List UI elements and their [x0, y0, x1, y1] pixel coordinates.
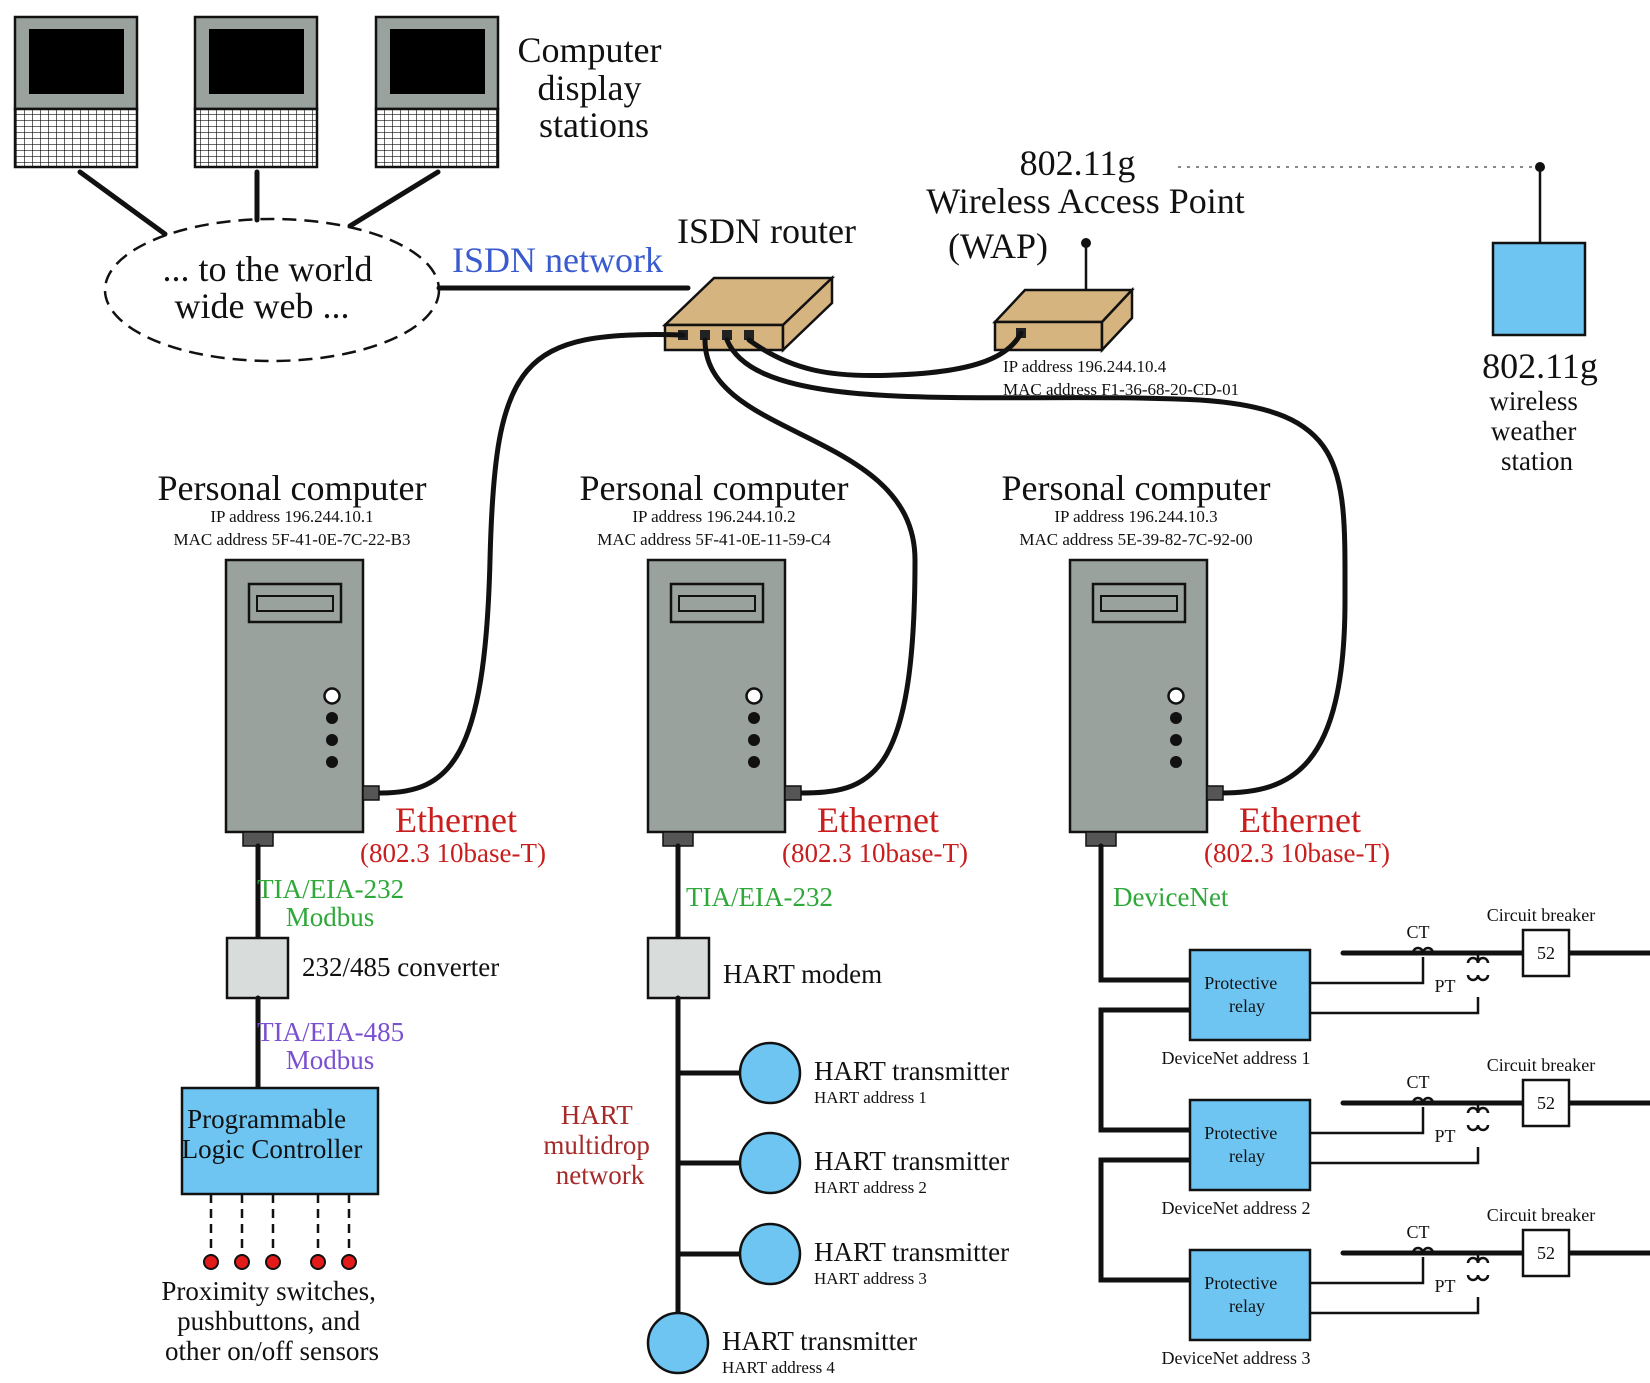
wap-ip: IP address 196.244.10.4 — [1003, 357, 1167, 376]
hart-transmitter-2 — [738, 1131, 802, 1195]
hart-transmitter-4 — [646, 1311, 710, 1375]
relay-2-ct: CT — [1406, 1072, 1429, 1092]
hart-tx-3-name: HART transmitter — [814, 1237, 1009, 1267]
pc-1-title: Personal computer — [158, 468, 427, 508]
hart-tx-2-name: HART transmitter — [814, 1146, 1009, 1176]
breaker-2-number: 52 — [1537, 1093, 1555, 1113]
pc-2-title: Personal computer — [580, 468, 849, 508]
breaker-1-label: Circuit breaker — [1487, 905, 1595, 925]
breaker-2-label: Circuit breaker — [1487, 1055, 1595, 1075]
hart-transmitter-1 — [738, 1041, 802, 1105]
breaker-3-label: Circuit breaker — [1487, 1205, 1595, 1225]
relay-3-ct: CT — [1406, 1222, 1429, 1242]
relay-3-pt: PT — [1434, 1276, 1455, 1296]
hart-tx-4-address: HART address 4 — [722, 1358, 835, 1377]
pc-3-title: Personal computer — [1002, 468, 1271, 508]
pc-2-ethernet: Ethernet — [817, 800, 939, 840]
devicenet-label: DeviceNet — [1113, 882, 1229, 912]
pc-1 — [224, 558, 380, 847]
circuit-breaker-2 — [1521, 1078, 1571, 1128]
protective-relay-1 — [1188, 948, 1312, 1042]
hart-transmitter-3 — [738, 1222, 802, 1286]
relay-1-label: Protective relay — [1204, 973, 1281, 1016]
hart-tx-3-address: HART address 3 — [814, 1269, 927, 1288]
pc-2-ip: IP address 196.244.10.2 — [632, 507, 795, 526]
weather-lines: wireless weather station — [1489, 386, 1584, 476]
plc-label: Programmable Logic Controller — [182, 1104, 363, 1164]
pc-1-mac: MAC address 5F-41-0E-7C-22-B3 — [173, 530, 410, 549]
circuit-breaker-3 — [1521, 1228, 1571, 1278]
relay-1-pt: PT — [1434, 976, 1455, 996]
relay-1-ct: CT — [1406, 922, 1429, 942]
isdn-router — [661, 275, 836, 353]
left-link1-label: TIA/EIA-232 Modbus — [257, 874, 411, 932]
weather-station — [1491, 241, 1587, 337]
rs232-485-converter — [225, 936, 290, 1000]
plc — [180, 1086, 380, 1196]
pc-3-ethernet: Ethernet — [1239, 800, 1361, 840]
isdn-network-label: ISDN network — [452, 240, 663, 280]
hart-modem — [646, 936, 711, 1000]
hart-tx-1-name: HART transmitter — [814, 1056, 1009, 1086]
pc-3-ip: IP address 196.244.10.3 — [1054, 507, 1217, 526]
display-station-3 — [374, 15, 500, 169]
breaker-1-number: 52 — [1537, 943, 1555, 963]
relay-2-address: DeviceNet address 2 — [1162, 1198, 1311, 1218]
relay-2-label: Protective relay — [1204, 1123, 1281, 1166]
hart-modem-label: HART modem — [723, 959, 882, 989]
pc-1-ip: IP address 196.244.10.1 — [210, 507, 373, 526]
hart-tx-4-name: HART transmitter — [722, 1326, 917, 1356]
wireless-access-point — [992, 286, 1135, 354]
left-link2-label: TIA/EIA-485 Modbus — [257, 1017, 411, 1075]
display-station-2 — [193, 15, 319, 169]
pc-3-ethernet-sub: (802.3 10base-T) — [1204, 838, 1390, 868]
display-station-1 — [13, 15, 139, 169]
hart-tx-2-address: HART address 2 — [814, 1178, 927, 1197]
display-stations-label: Computer display stations — [518, 30, 671, 145]
relay-3-label: Protective relay — [1204, 1273, 1281, 1316]
breaker-3-number: 52 — [1537, 1243, 1555, 1263]
weather-title: 802.11g — [1482, 346, 1598, 386]
pc-1-ethernet-sub: (802.3 10base-T) — [360, 838, 546, 868]
pc-1-ethernet: Ethernet — [395, 800, 517, 840]
protective-relay-2 — [1188, 1098, 1312, 1192]
cloud-text: ... to the world wide web ... — [163, 249, 382, 326]
pc-2-ethernet-sub: (802.3 10base-T) — [782, 838, 968, 868]
isdn-router-label: ISDN router — [677, 211, 856, 251]
sensor-inputs — [203, 1194, 357, 1270]
pc-3 — [1068, 558, 1224, 847]
wap-mac: MAC address F1-36-68-20-CD-01 — [1003, 380, 1239, 399]
hart-tx-1-address: HART address 1 — [814, 1088, 927, 1107]
sensors-label: Proximity switches, pushbuttons, and oth… — [161, 1276, 382, 1366]
wap-title: 802.11g Wireless Access Point (WAP) — [926, 143, 1254, 266]
pc-2 — [646, 558, 802, 847]
middle-link-label: TIA/EIA-232 — [686, 882, 833, 912]
circuit-breaker-1 — [1521, 928, 1571, 978]
pc-2-mac: MAC address 5F-41-0E-11-59-C4 — [597, 530, 831, 549]
pc-3-mac: MAC address 5E-39-82-7C-92-00 — [1019, 530, 1252, 549]
relay-3-address: DeviceNet address 3 — [1162, 1348, 1311, 1368]
relay-2-pt: PT — [1434, 1126, 1455, 1146]
converter-label: 232/485 converter — [302, 952, 499, 982]
protective-relay-3 — [1188, 1248, 1312, 1342]
hart-network-label: HART multidrop network — [543, 1100, 656, 1190]
relay-1-address: DeviceNet address 1 — [1162, 1048, 1311, 1068]
